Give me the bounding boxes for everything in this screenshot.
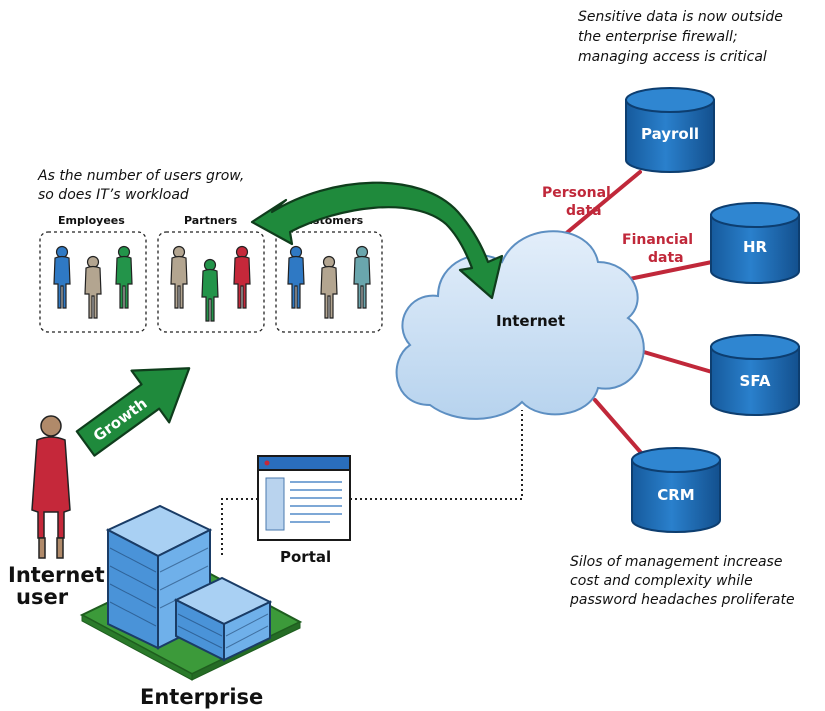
- database-crm: CRM: [631, 447, 721, 533]
- silos-note: Silos of management increase cost and co…: [569, 554, 795, 608]
- customer-person-blue: [287, 245, 305, 309]
- silos-note-line-2: cost and complexity while: [570, 573, 753, 589]
- partner-person-red: [233, 245, 251, 309]
- firewall-note-line-2: the enterprise firewall;: [578, 29, 738, 45]
- customer-person-tan: [320, 255, 338, 319]
- internet-cloud: Internet: [395, 230, 645, 420]
- silos-note-line-3: password headaches proliferate: [569, 592, 795, 608]
- growth-arrow: Growth: [75, 367, 191, 457]
- firewall-note: Sensitive data is now outside the enterp…: [578, 9, 783, 65]
- growth-note-line-2: so does IT’s workload: [38, 187, 189, 203]
- partner-person-green: [201, 258, 219, 322]
- partners-people: [170, 245, 251, 322]
- internet-user-label-line-1: Internet: [8, 563, 105, 587]
- employees-box: [39, 231, 147, 333]
- internet-user-figure: [31, 415, 71, 559]
- enterprise-buildings: [79, 504, 303, 681]
- employee-person-tan: [84, 255, 102, 319]
- financial-data-label-2: data: [648, 250, 684, 266]
- firewall-note-line-1: Sensitive data is now outside: [578, 9, 783, 25]
- internet-user-label-line-2: user: [16, 585, 69, 609]
- employee-person-green: [115, 245, 133, 309]
- internet-label: Internet: [496, 312, 565, 330]
- database-hr: HR: [710, 202, 800, 284]
- customer-person-teal: [353, 245, 371, 309]
- hr-label: HR: [743, 238, 768, 256]
- crm-label: CRM: [657, 486, 695, 504]
- curved-green-arrow: [250, 181, 504, 300]
- firewall-note-line-3: managing access is critical: [578, 49, 767, 65]
- partner-person-tan: [170, 245, 188, 309]
- customers-box: [275, 231, 383, 333]
- database-payroll: Payroll: [625, 87, 715, 173]
- sfa-label: SFA: [740, 372, 771, 390]
- growth-note: As the number of users grow, so does IT’…: [37, 168, 244, 203]
- customers-people: [287, 245, 371, 319]
- employee-person-blue: [53, 245, 71, 309]
- portal-label: Portal: [280, 548, 331, 566]
- payroll-label: Payroll: [641, 125, 699, 143]
- database-sfa: SFA: [710, 334, 800, 416]
- employees-people: [53, 245, 133, 319]
- portal-to-internet-line: [350, 410, 523, 500]
- portal-window: [257, 455, 351, 541]
- financial-data-label-1: Financial: [622, 232, 693, 248]
- employees-title: Employees: [58, 214, 125, 227]
- dotted-connectors: [221, 410, 523, 555]
- enterprise-label: Enterprise: [140, 685, 263, 709]
- partners-box: [157, 231, 265, 333]
- growth-note-line-1: As the number of users grow,: [37, 168, 244, 184]
- partners-title: Partners: [184, 214, 238, 227]
- silos-note-line-1: Silos of management increase: [570, 554, 782, 570]
- enterprise-to-portal-line: [221, 498, 258, 555]
- personal-data-label-2: data: [566, 203, 602, 219]
- personal-data-label-1: Personal: [542, 185, 611, 201]
